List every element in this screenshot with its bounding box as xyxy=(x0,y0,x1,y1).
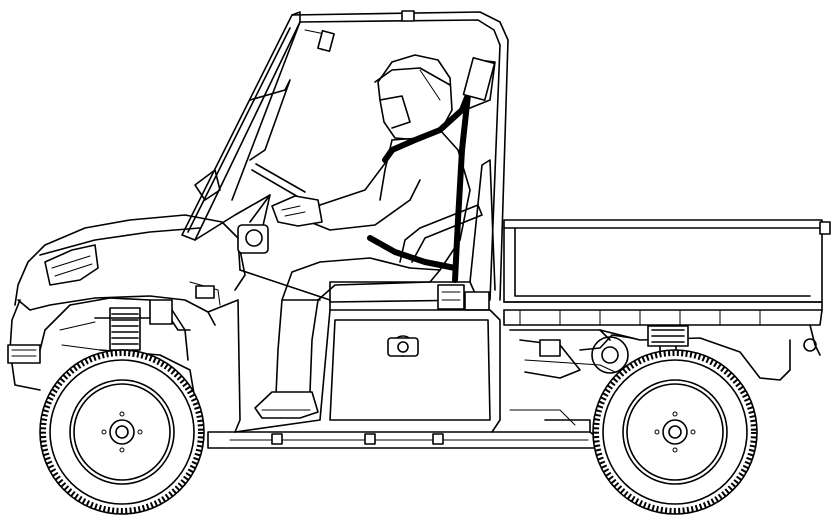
front-wheel xyxy=(39,349,205,515)
rear-drivetrain xyxy=(509,329,791,381)
seat-belt xyxy=(367,57,496,283)
steering-wheel xyxy=(249,163,306,223)
front-fender xyxy=(39,297,151,351)
dashboard xyxy=(194,169,271,291)
roll-cage xyxy=(181,10,509,301)
lower-cab xyxy=(234,269,501,433)
seat xyxy=(329,159,496,311)
cargo-bed xyxy=(503,219,831,356)
rear-wheel xyxy=(592,349,758,515)
front-body xyxy=(7,214,241,433)
headlight xyxy=(44,244,99,286)
rear-fender xyxy=(599,329,611,341)
driver xyxy=(254,54,471,419)
